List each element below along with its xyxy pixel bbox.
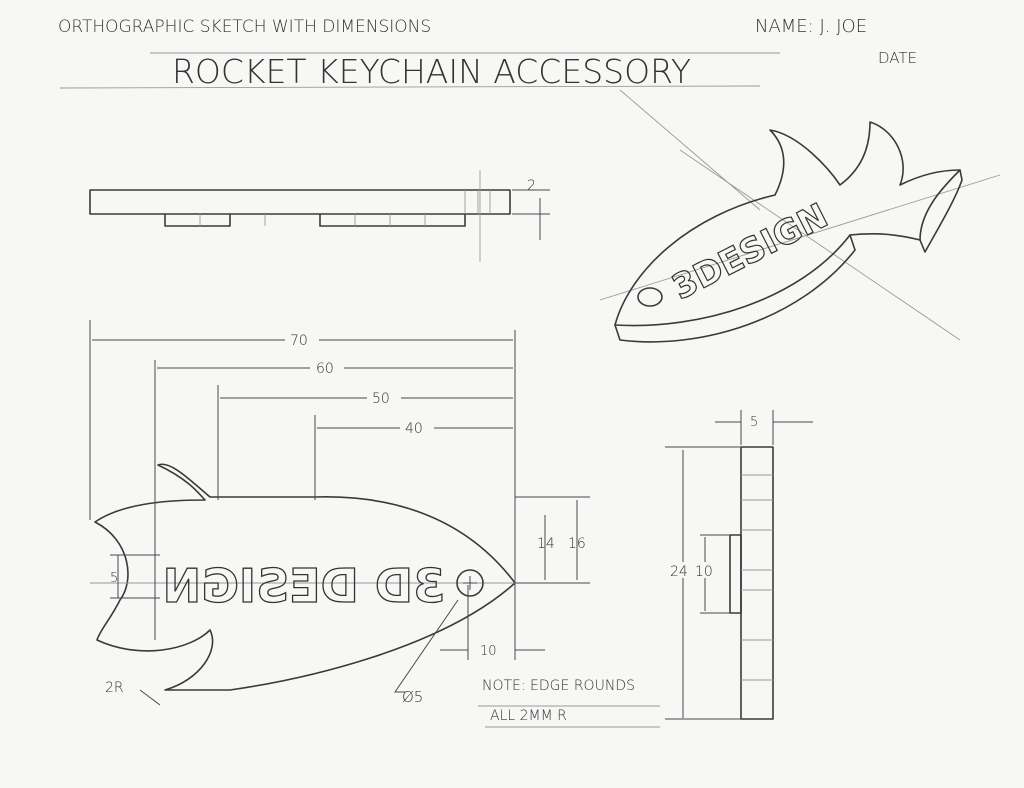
dim-14: 14 <box>537 536 555 552</box>
dim-side-width: 5 <box>750 415 758 430</box>
dim-hole: Ø5 <box>402 688 423 706</box>
side-view: 5 24 10 <box>665 410 813 720</box>
name-field: NAME: J. JOE <box>755 16 867 37</box>
dim-radius: 2R <box>105 680 124 696</box>
dim-side-height: 24 <box>670 564 688 580</box>
drawing-title: ROCKET KEYCHAIN ACCESSORY <box>172 52 691 91</box>
front-view: 70 60 50 40 14 16 5 10 2R Ø5 3D DESIGN <box>89 320 590 706</box>
dim-60: 60 <box>316 361 334 377</box>
dim-10: 10 <box>480 644 497 659</box>
sheet-subtitle: ORTHOGRAPHIC SKETCH WITH DIMENSIONS <box>58 17 431 37</box>
dim-70: 70 <box>290 333 308 349</box>
engraved-logo-mirrored: 3D DESIGN <box>163 559 445 613</box>
title-block: ORTHOGRAPHIC SKETCH WITH DIMENSIONS NAME… <box>58 16 917 91</box>
date-field: DATE <box>878 49 917 67</box>
note-block: NOTE: EDGE ROUNDS ALL 2MM R <box>478 678 660 728</box>
note-line-1: NOTE: EDGE ROUNDS <box>482 678 635 694</box>
dim-50: 50 <box>372 391 390 407</box>
isometric-view: 3DESIGN <box>599 89 1001 343</box>
dim-40: 40 <box>405 421 423 437</box>
note-line-2: ALL 2MM R <box>490 708 567 724</box>
dim-side-boss: 10 <box>695 564 713 580</box>
dim-thickness: 2 <box>527 178 536 194</box>
top-view: 2 <box>89 170 550 262</box>
dim-5: 5 <box>110 571 118 586</box>
iso-engraved-logo: 3DESIGN <box>666 196 834 308</box>
dim-16: 16 <box>568 536 586 552</box>
